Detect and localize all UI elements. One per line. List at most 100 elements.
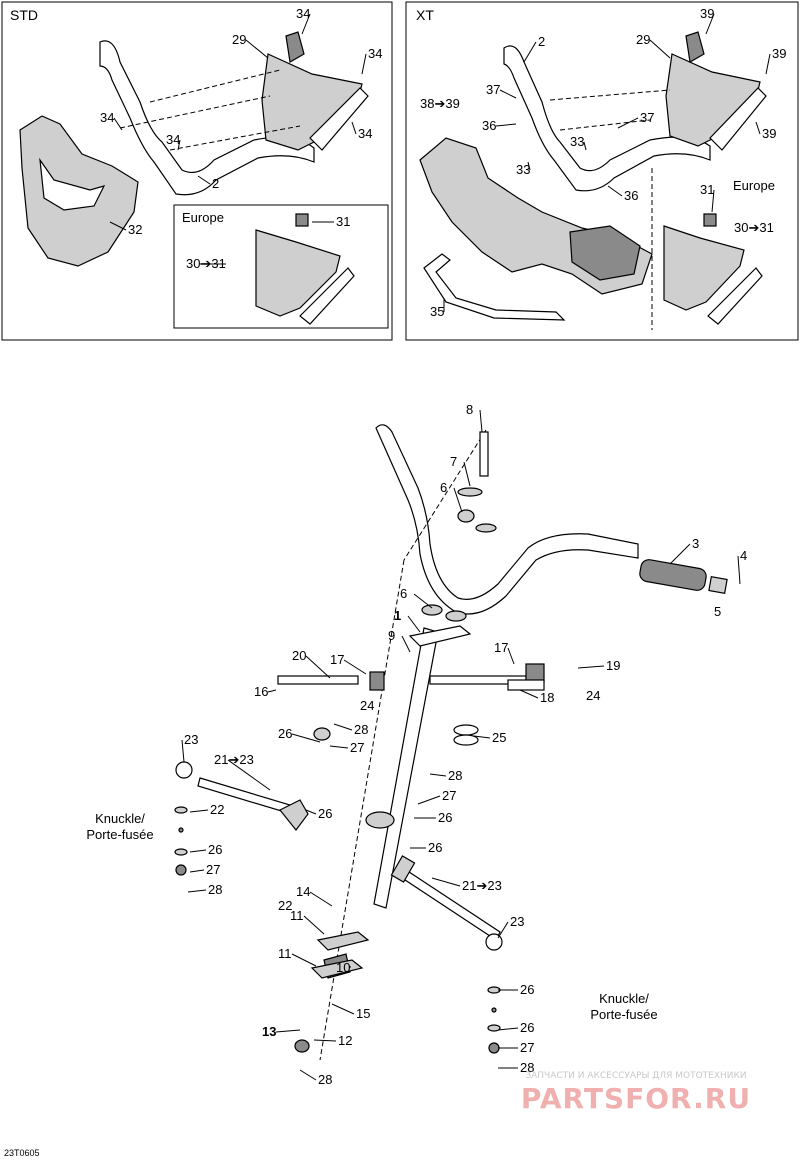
callout-28: 28 [448, 768, 462, 783]
tie-rod-right [390, 855, 503, 951]
callout-36: 36 [482, 118, 496, 133]
callout-leader [497, 1027, 519, 1031]
callout-34: 34 [166, 132, 180, 147]
watermark: ЗАПЧАСТИ И АКСЕССУАРЫ ДЛЯ МОТОТЕХНИКИ PA… [521, 1071, 751, 1115]
callout-leader [755, 121, 761, 135]
callout-leader [453, 487, 463, 513]
callout-6: 6 [440, 480, 447, 495]
callout-38-39: 38➔39 [420, 96, 460, 111]
callout-23: 23 [510, 914, 524, 929]
knuckle-label-left-line1: Knuckle/ [95, 811, 145, 826]
callout-3: 3 [692, 536, 699, 551]
callout-2: 2 [212, 176, 219, 191]
callout-11: 11 [278, 946, 292, 961]
callout-26: 26 [208, 842, 222, 857]
callout-30-31: 30➔31 [186, 256, 226, 271]
callout-25: 25 [492, 730, 506, 745]
callout-26: 26 [520, 1020, 534, 1035]
knuckle-hardware-right [487, 986, 501, 1054]
callout-29: 29 [636, 32, 650, 47]
callout-leader [177, 139, 181, 151]
callout-leader [523, 41, 537, 63]
callout-leader [479, 409, 483, 433]
callout-18: 18 [540, 690, 554, 705]
callout-leader [275, 1029, 301, 1033]
knuckle-hardware-left [174, 806, 188, 876]
callout-leader [309, 891, 333, 907]
callout-24: 24 [360, 698, 374, 713]
callout-22: 22 [278, 898, 292, 913]
callout-26: 26 [278, 726, 292, 741]
callout-11: 11 [290, 908, 304, 923]
callout-19: 19 [606, 658, 620, 673]
callout-leader [463, 461, 471, 487]
figure-code: 23T0605 [4, 1148, 40, 1158]
callout-leader [499, 89, 517, 99]
callout-39: 39 [700, 6, 714, 21]
callout-6: 6 [400, 586, 407, 601]
callout-leader [577, 665, 605, 669]
callout-leader [189, 809, 209, 813]
callout-leader [181, 739, 185, 763]
callout-21-23: 21➔23 [214, 752, 254, 767]
callout-28: 28 [354, 722, 368, 737]
std-handlebar-housing [261, 31, 369, 151]
callout-leader [313, 1039, 337, 1042]
callout-leader [413, 593, 433, 609]
callout-leader [519, 689, 539, 699]
lower-steering-bearing [294, 931, 370, 1053]
callout-24: 24 [586, 688, 600, 703]
callout-leader [227, 759, 271, 791]
callout-leader [607, 185, 623, 197]
std-panel-title: STD [10, 7, 38, 23]
callout-leader [109, 221, 127, 231]
callout-leader [189, 869, 205, 873]
callout-leader [429, 773, 447, 777]
knuckle-label-right-line1: Knuckle/ [599, 991, 649, 1006]
watermark-line2: PARTSFOR.RU [521, 1082, 751, 1115]
callout-28: 28 [318, 1072, 332, 1087]
callout-39: 39 [772, 46, 786, 61]
std-europe-inset [173, 204, 389, 329]
steering-axis-line [403, 429, 487, 561]
callout-30-31: 30➔31 [734, 220, 774, 235]
callout-leader [343, 659, 367, 675]
xt-panel-frame [405, 1, 799, 341]
callout-37: 37 [640, 110, 654, 125]
callout-27: 27 [442, 788, 456, 803]
callout-leader [401, 635, 411, 653]
callout-14: 14 [296, 884, 310, 899]
xt-panel-title: XT [416, 7, 434, 23]
callout-34: 34 [100, 110, 114, 125]
callout-33: 33 [516, 162, 530, 177]
callout-13: 13 [262, 1024, 276, 1039]
callout-10: 10 [336, 960, 350, 975]
callout-leader [765, 53, 771, 75]
std-panel-frame [1, 1, 393, 341]
xt-europe-label: Europe [733, 178, 775, 193]
callout-leader [649, 39, 671, 59]
callout-17: 17 [494, 640, 508, 655]
callout-28: 28 [208, 882, 222, 897]
callout-17: 17 [330, 652, 344, 667]
callout-leader [333, 723, 353, 731]
std-europe-label: Europe [182, 210, 224, 225]
callout-leader [245, 39, 269, 59]
callout-31: 31 [336, 214, 350, 229]
callout-23: 23 [184, 732, 198, 747]
knuckle-label-right-line2: Porte-fusée [590, 1007, 657, 1022]
callout-leader [267, 689, 277, 693]
callout-leader [407, 615, 421, 633]
callout-leader [507, 647, 515, 665]
callout-36: 36 [624, 188, 638, 203]
xt-handlebar [503, 45, 711, 192]
tie-rod-left [175, 761, 309, 831]
callout-20: 20 [292, 648, 306, 663]
callout-leader [189, 849, 207, 853]
handlebar-grip [639, 559, 728, 594]
callout-34: 34 [368, 46, 382, 61]
callout-29: 29 [232, 32, 246, 47]
